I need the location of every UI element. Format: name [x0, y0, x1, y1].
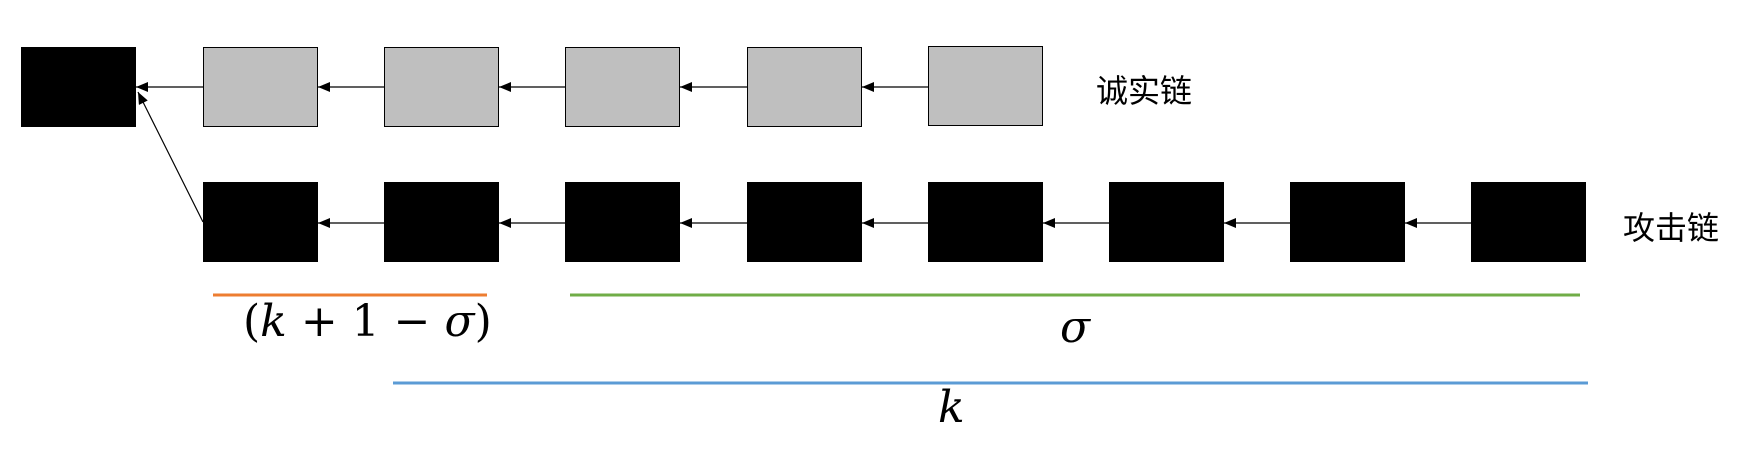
honest-block	[928, 46, 1043, 126]
fork-link	[137, 91, 204, 223]
bracket-first-label: (k + 1 − σ)	[243, 296, 492, 347]
attack-block	[928, 182, 1043, 262]
bracket-sigma-label: σ	[1060, 302, 1090, 353]
honest-block	[203, 47, 318, 127]
honest-block	[565, 47, 680, 127]
honest-chain-label: 诚实链	[1096, 72, 1193, 110]
attack-block	[1290, 182, 1405, 262]
attack-chain-label: 攻击链	[1623, 209, 1720, 247]
attack-block	[384, 182, 499, 262]
k-symbol: k	[938, 382, 965, 433]
var-sigma: σ	[444, 296, 475, 347]
attack-block	[565, 182, 680, 262]
honest-block	[747, 47, 862, 127]
paren-close: )	[474, 296, 492, 347]
expr-mid: + 1 −	[286, 296, 445, 347]
sigma-symbol: σ	[1060, 302, 1091, 353]
attack-block	[1471, 182, 1586, 262]
attack-block	[1109, 182, 1224, 262]
bracket-k-label: k	[938, 382, 965, 433]
attack-block	[747, 182, 862, 262]
paren-open: (	[243, 296, 261, 347]
genesis-block	[21, 47, 136, 127]
honest-block	[384, 47, 499, 127]
attack-block	[203, 182, 318, 262]
var-k: k	[260, 296, 287, 347]
